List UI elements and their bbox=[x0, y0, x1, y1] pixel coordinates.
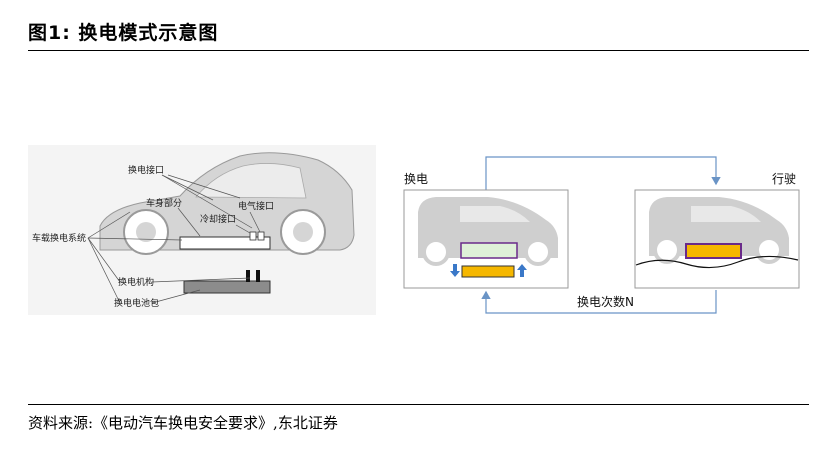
flow-top-arrow bbox=[485, 156, 721, 190]
swap-panel-car bbox=[418, 197, 558, 258]
right-cycle-diagram: 换电 行驶 换电次数N bbox=[403, 156, 800, 314]
cycle-count-label: 换电次数N bbox=[577, 294, 634, 309]
battery-terminal-1 bbox=[246, 270, 250, 282]
label-electric-interface: 电气接口 bbox=[238, 200, 274, 212]
drive-panel-car bbox=[649, 197, 789, 256]
up-arrow-icon bbox=[517, 264, 527, 277]
drive-panel-rear-wheel bbox=[755, 236, 783, 264]
swap-panel-car-window bbox=[460, 206, 530, 222]
road-line bbox=[635, 255, 799, 269]
label-onboard-system: 车载换电系统 bbox=[32, 232, 86, 244]
figure-source: 资料来源:《电动汽车换电安全要求》,东北证券 bbox=[28, 414, 338, 432]
leader-lines bbox=[87, 174, 261, 304]
onboard-swap-frame bbox=[179, 236, 271, 250]
figure-title: 图1: 换电模式示意图 bbox=[28, 22, 219, 44]
swap-battery bbox=[461, 265, 515, 278]
battery-terminal-2 bbox=[256, 270, 260, 282]
interface-connector-2 bbox=[257, 231, 265, 241]
drive-panel-front-wheel bbox=[653, 236, 681, 264]
down-arrow-icon bbox=[450, 264, 460, 277]
source-divider bbox=[28, 404, 809, 405]
title-divider bbox=[28, 50, 809, 51]
drive-panel-label: 行驶 bbox=[772, 171, 796, 186]
flow-bottom-arrow bbox=[481, 290, 717, 314]
front-wheel-hub bbox=[136, 222, 156, 242]
label-battery-pack: 换电电池包 bbox=[114, 297, 159, 309]
interface-connector-1 bbox=[249, 231, 257, 241]
empty-battery-slot bbox=[460, 242, 518, 259]
swap-panel-rear-wheel bbox=[524, 238, 552, 266]
label-body-part: 车身部分 bbox=[146, 197, 182, 209]
label-swap-mechanism: 换电机构 bbox=[118, 276, 154, 288]
rear-wheel-hub bbox=[293, 222, 313, 242]
label-cooling-interface: 冷却接口 bbox=[200, 213, 236, 225]
swap-panel-front-wheel bbox=[422, 238, 450, 266]
battery-pack-shape bbox=[183, 280, 271, 294]
swap-panel-label: 换电 bbox=[404, 172, 428, 186]
drive-panel-car-window bbox=[691, 206, 761, 222]
car-window bbox=[195, 163, 307, 199]
installed-battery bbox=[685, 243, 742, 259]
label-swap-interface: 换电接口 bbox=[128, 164, 164, 176]
left-schematic: 换电接口 车身部分 电气接口 冷却接口 车载换电系统 换电机构 换电电池包 bbox=[28, 145, 376, 315]
